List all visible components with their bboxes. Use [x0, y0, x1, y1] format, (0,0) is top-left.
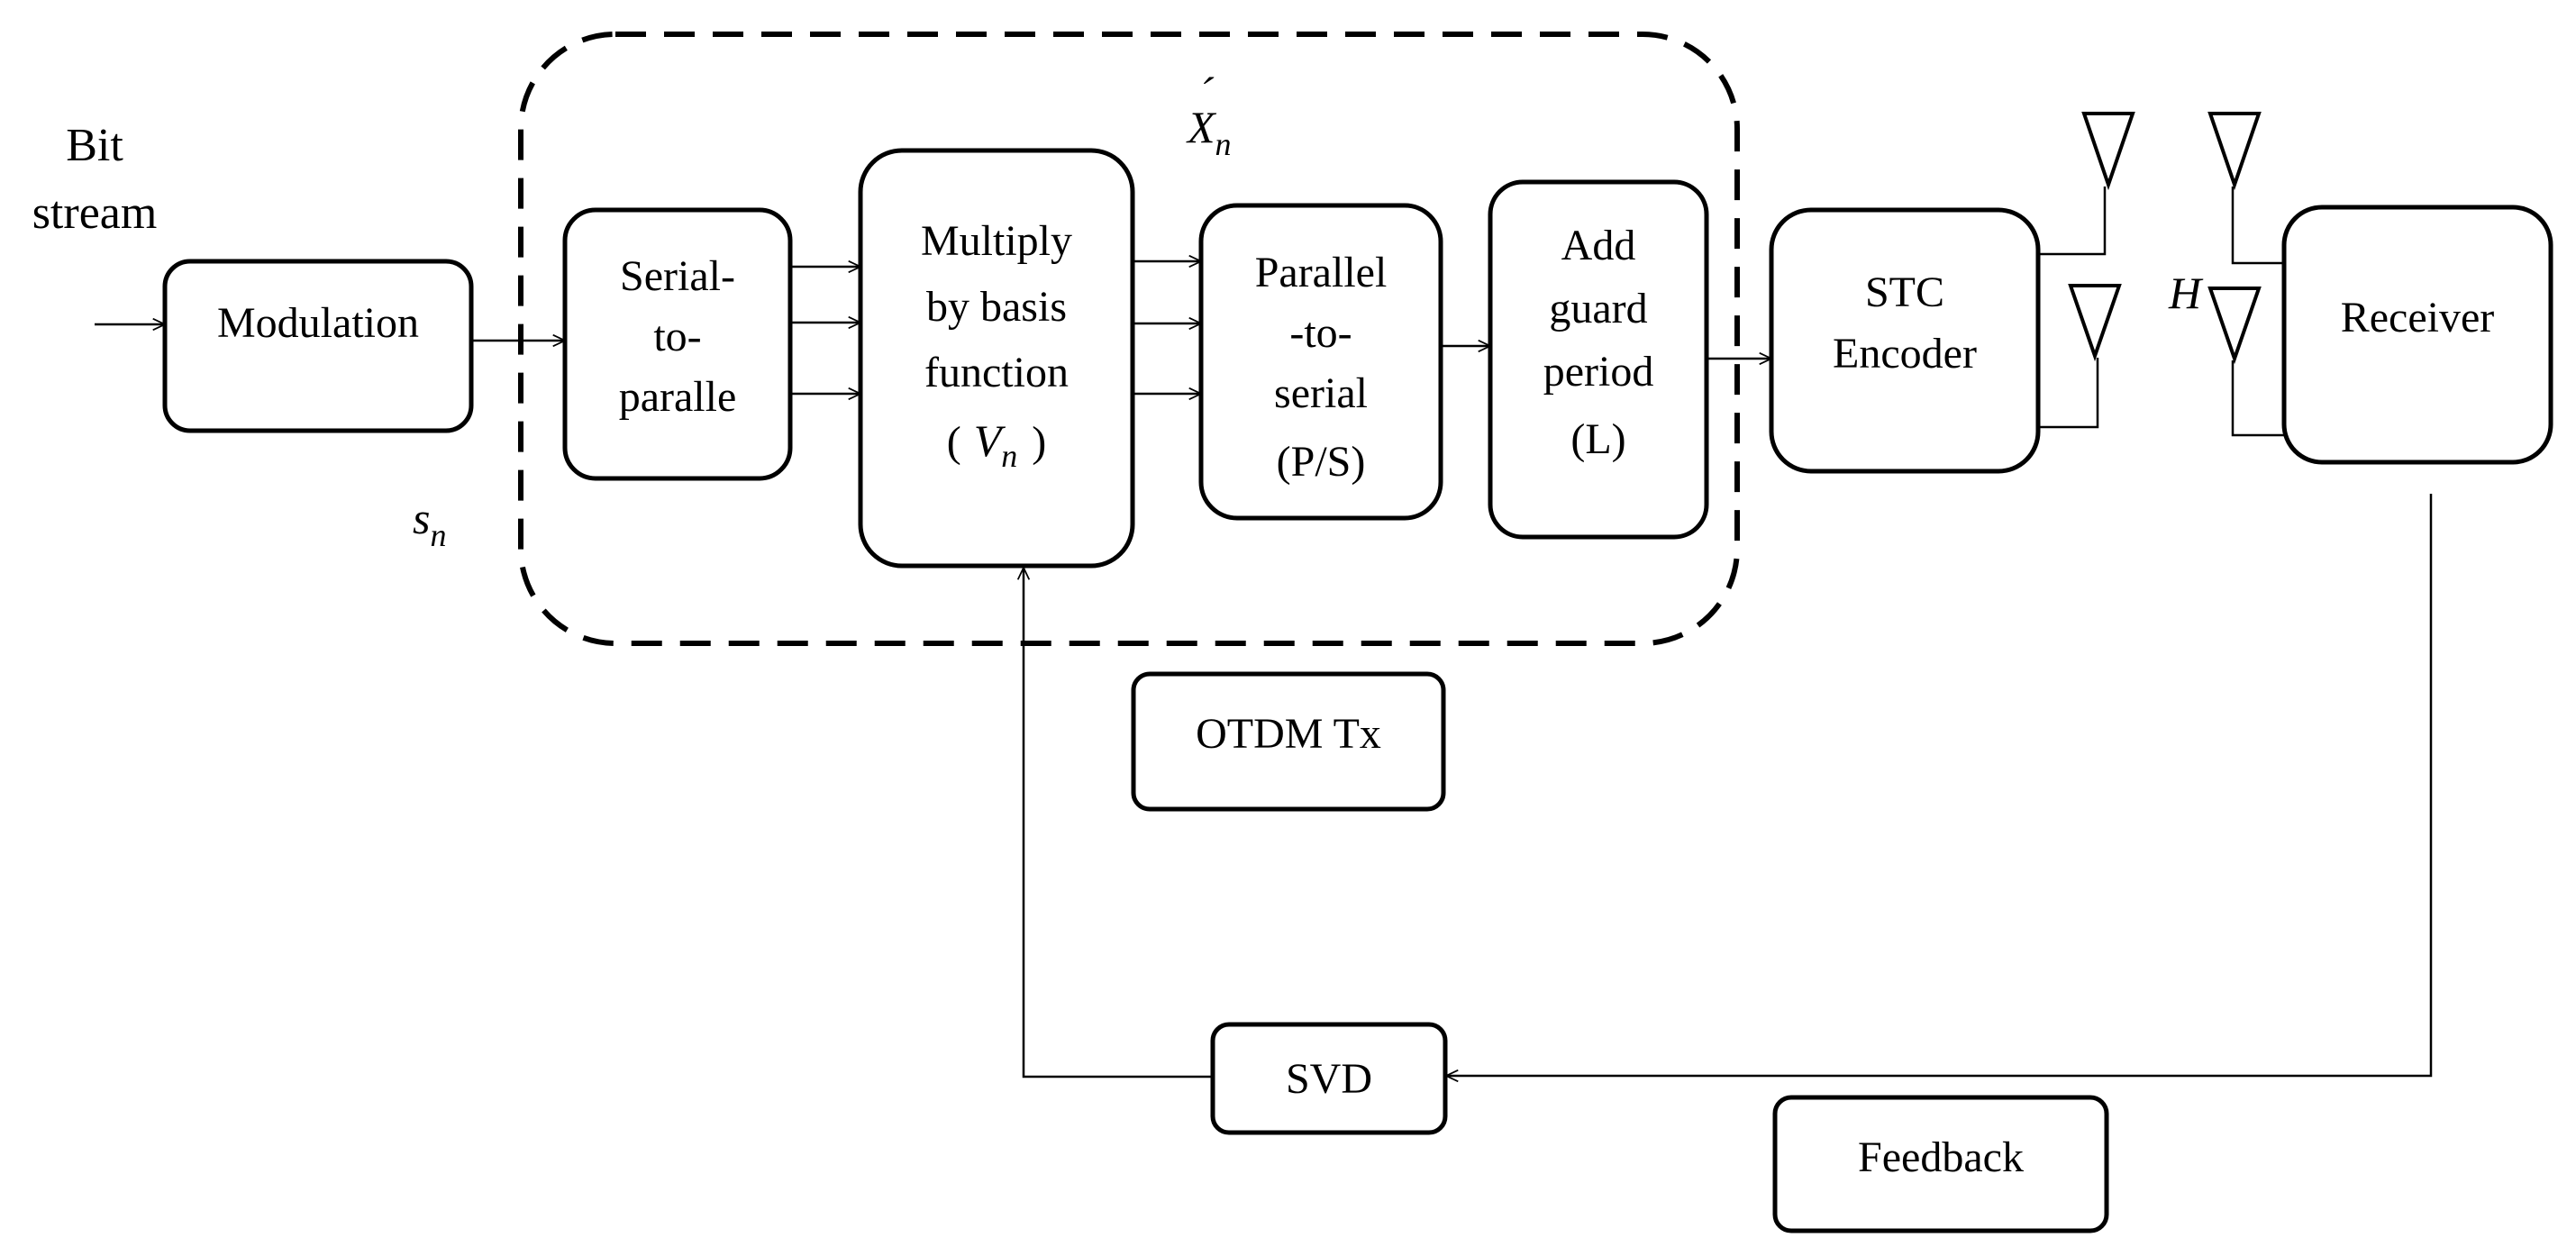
s2p-label-line3: paralle — [619, 373, 737, 421]
guard-label-line4: (L) — [1570, 415, 1625, 463]
serial-to-parallel-block: Serial- to- paralle — [562, 207, 793, 481]
modulation-label: Modulation — [217, 299, 419, 347]
guard-label-line3: period — [1543, 348, 1654, 396]
stc-encoder-block: STC Encoder — [1769, 207, 2041, 474]
p2s-label-line4: (P/S) — [1277, 438, 1366, 486]
tx-antenna-1-icon — [2081, 112, 2135, 191]
receiver-to-svd-line — [1446, 494, 2433, 1076]
otdm-tx-label-box: OTDM Tx — [1131, 671, 1446, 812]
p2s-label-line3: serial — [1274, 369, 1368, 417]
multiply-label-line1: Multiply — [921, 217, 1072, 265]
channel-h-symbol: H — [2168, 268, 2204, 318]
feedback-label-box: Feedback — [1772, 1095, 2109, 1233]
modulation-block: Modulation — [162, 259, 474, 433]
sn-symbol: sn — [413, 493, 446, 553]
guard-label-line2: guard — [1549, 285, 1647, 332]
rx-antenna-2-icon — [2207, 287, 2262, 365]
receiver-label: Receiver — [2341, 294, 2495, 341]
multiply-label-line3: function — [924, 349, 1069, 396]
otdm-tx-boundary — [518, 32, 1740, 646]
bit-stream-label-line1: Bit — [66, 120, 123, 171]
feedback-label: Feedback — [1858, 1133, 2024, 1181]
svd-block: SVD — [1210, 1022, 1448, 1135]
tx-antenna-2-icon — [2068, 284, 2122, 362]
stc-label-line1: STC — [1865, 268, 1944, 316]
p2s-label-line1: Parallel — [1255, 249, 1388, 296]
xn-symbol: Xn — [1186, 102, 1232, 162]
otdm-tx-label: OTDM Tx — [1196, 710, 1381, 758]
tx-antenna-feed-2 — [2038, 358, 2099, 429]
receiver-block: Receiver — [2281, 205, 2553, 465]
bit-stream-label-line2: stream — [32, 187, 158, 239]
svd-to-multiply-line — [1024, 568, 1213, 1079]
stc-label-line2: Encoder — [1833, 330, 1977, 378]
multiply-label-line2: by basis — [926, 283, 1067, 331]
s2p-label-line1: Serial- — [620, 252, 735, 300]
xn-accent: ´ — [1198, 68, 1215, 118]
parallel-to-serial-block: Parallel -to- serial (P/S) — [1198, 203, 1443, 521]
tx-antenna-feed-1 — [2038, 187, 2107, 256]
rx-antenna-1-icon — [2207, 112, 2262, 191]
s2p-label-line2: to- — [653, 313, 701, 360]
svd-label: SVD — [1286, 1055, 1372, 1103]
rx-antenna-feed-1 — [2231, 187, 2284, 265]
multiply-basis-block: Multiply by basis function (Vn) — [858, 148, 1135, 569]
add-guard-period-block: Add guard period (L) — [1488, 179, 1709, 540]
p2s-label-line2: -to- — [1289, 309, 1352, 357]
vn-symbol: (Vn) — [947, 415, 1047, 474]
rx-antenna-feed-2 — [2231, 360, 2284, 437]
guard-label-line1: Add — [1561, 222, 1636, 269]
